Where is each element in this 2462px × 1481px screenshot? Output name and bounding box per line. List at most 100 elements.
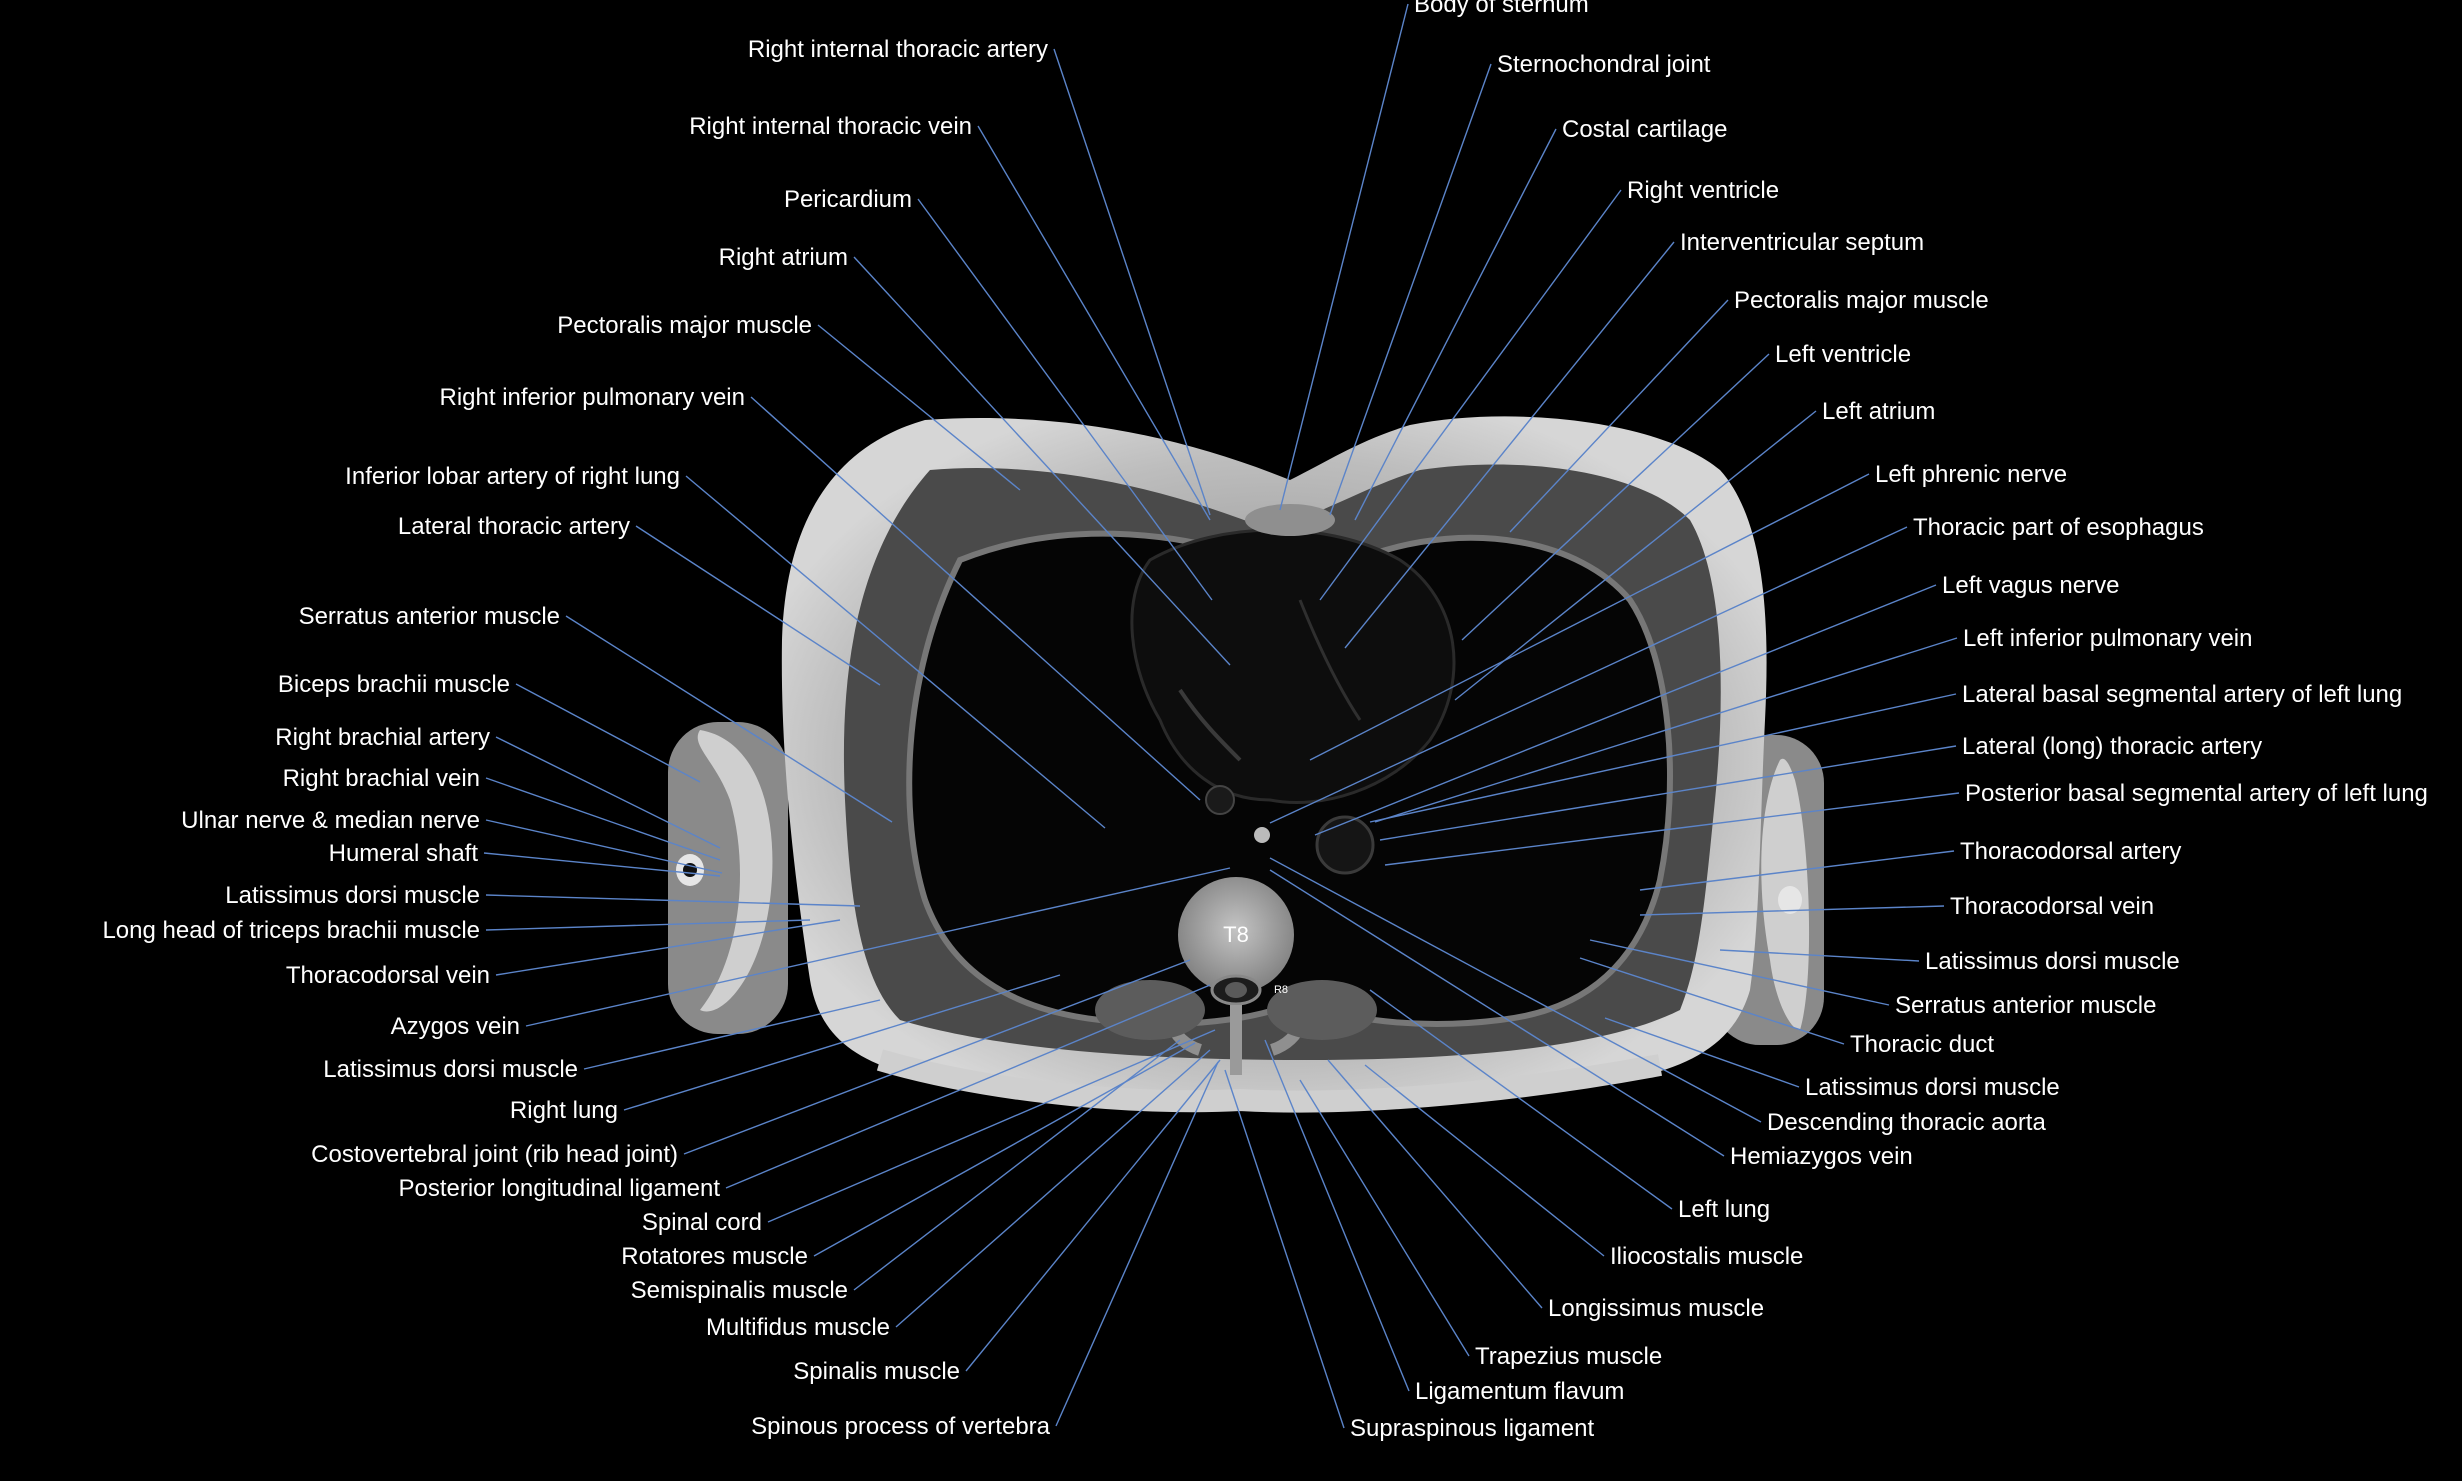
- label-left-thoracodorsal-vein-leader: [495, 919, 841, 976]
- label-left-ulnar-nerve-median-nerve-leader: [485, 819, 723, 874]
- label-right-posterior-basal-segmental-artery-of-left-lung: Posterior basal segmental artery of left…: [1965, 780, 2428, 807]
- label-right-supraspinous-ligament-leader: [1224, 1069, 1345, 1429]
- label-left-right-brachial-artery: Right brachial artery: [275, 724, 490, 751]
- label-right-right-ventricle: Right ventricle: [1627, 177, 1779, 204]
- label-left-latissimus-dorsi-muscle-leader: [583, 999, 881, 1070]
- label-right-latissimus-dorsi-muscle: Latissimus dorsi muscle: [1805, 1074, 2060, 1101]
- label-left-humeral-shaft: Humeral shaft: [329, 840, 479, 867]
- label-right-posterior-basal-segmental-artery-of-left-lung-leader: [1384, 792, 1960, 866]
- label-left-spinalis-muscle: Spinalis muscle: [793, 1358, 960, 1385]
- label-left-pectoralis-major-muscle-leader: [817, 324, 1021, 491]
- label-right-serratus-anterior-muscle: Serratus anterior muscle: [1895, 992, 2156, 1019]
- label-right-left-vagus-nerve-leader: [1314, 584, 1937, 836]
- label-left-right-internal-thoracic-artery: Right internal thoracic artery: [748, 36, 1048, 63]
- label-left-azygos-vein: Azygos vein: [391, 1013, 520, 1040]
- label-right-descending-thoracic-aorta-leader: [1269, 857, 1762, 1123]
- label-left-right-internal-thoracic-vein-leader: [977, 125, 1211, 521]
- label-right-lateral-long-thoracic-artery: Lateral (long) thoracic artery: [1962, 733, 2262, 760]
- label-left-rotatores-muscle: Rotatores muscle: [621, 1243, 808, 1270]
- label-right-ligamentum-flavum: Ligamentum flavum: [1415, 1378, 1624, 1405]
- label-left-pectoralis-major-muscle: Pectoralis major muscle: [557, 312, 812, 339]
- label-right-interventricular-septum: Interventricular septum: [1680, 229, 1924, 256]
- label-right-pectoralis-major-muscle: Pectoralis major muscle: [1734, 287, 1989, 314]
- label-left-right-atrium-leader: [853, 256, 1231, 666]
- label-left-biceps-brachii-muscle-leader: [515, 683, 701, 783]
- label-right-hemiazygos-vein: Hemiazygos vein: [1730, 1143, 1913, 1170]
- label-right-serratus-anterior-muscle-leader: [1589, 939, 1890, 1006]
- label-left-semispinalis-muscle-leader: [853, 1039, 1181, 1291]
- label-left-serratus-anterior-muscle-leader: [565, 615, 893, 823]
- mri-image: T8 R8: [668, 416, 1824, 1113]
- label-left-spinal-cord: Spinal cord: [642, 1209, 762, 1236]
- label-left-inferior-lobar-artery-of-right-lung: Inferior lobar artery of right lung: [345, 463, 680, 490]
- label-right-left-inferior-pulmonary-vein: Left inferior pulmonary vein: [1963, 625, 2252, 652]
- label-right-left-atrium-leader: [1454, 410, 1817, 701]
- label-right-thoracic-part-of-esophagus-leader: [1269, 526, 1908, 824]
- label-right-latissimus-dorsi-muscle-leader: [1719, 949, 1920, 962]
- label-right-left-lung: Left lung: [1678, 1196, 1770, 1223]
- label-left-latissimus-dorsi-muscle-leader: [485, 894, 861, 907]
- label-left-right-inferior-pulmonary-vein-leader: [750, 396, 1201, 801]
- label-left-lateral-thoracic-artery-leader: [635, 525, 881, 686]
- label-right-thoracodorsal-artery-leader: [1639, 850, 1955, 891]
- label-left-posterior-longitudinal-ligament: Posterior longitudinal ligament: [398, 1175, 720, 1202]
- label-left-right-inferior-pulmonary-vein: Right inferior pulmonary vein: [440, 384, 745, 411]
- label-right-descending-thoracic-aorta: Descending thoracic aorta: [1767, 1109, 2046, 1136]
- label-left-spinous-process-of-vertebra-leader: [1055, 1061, 1219, 1427]
- label-right-lateral-basal-segmental-artery-of-left-lung-leader: [1369, 693, 1957, 823]
- label-left-serratus-anterior-muscle: Serratus anterior muscle: [299, 603, 560, 630]
- label-right-iliocostalis-muscle-leader: [1364, 1064, 1605, 1257]
- label-left-spinalis-muscle-leader: [965, 1059, 1221, 1372]
- label-right-costal-cartilage: Costal cartilage: [1562, 116, 1727, 143]
- label-right-costal-cartilage-leader: [1354, 128, 1557, 521]
- label-right-right-ventricle-leader: [1319, 189, 1622, 601]
- label-right-left-phrenic-nerve: Left phrenic nerve: [1875, 461, 2067, 488]
- label-right-left-inferior-pulmonary-vein-leader: [1374, 637, 1958, 823]
- label-right-body-of-sternum-leader: [1279, 3, 1409, 511]
- label-right-left-ventricle: Left ventricle: [1775, 341, 1911, 368]
- label-right-iliocostalis-muscle: Iliocostalis muscle: [1610, 1243, 1803, 1270]
- label-left-long-head-of-triceps-brachii-muscle: Long head of triceps brachii muscle: [102, 917, 480, 944]
- label-left-spinous-process-of-vertebra: Spinous process of vertebra: [751, 1413, 1050, 1440]
- label-left-latissimus-dorsi-muscle: Latissimus dorsi muscle: [323, 1056, 578, 1083]
- label-left-thoracodorsal-vein: Thoracodorsal vein: [286, 962, 490, 989]
- sternum: [1245, 504, 1335, 536]
- label-left-multifidus-muscle-leader: [895, 1049, 1211, 1328]
- rib-tag: R8: [1274, 984, 1288, 996]
- label-left-right-internal-thoracic-artery-leader: [1053, 48, 1211, 516]
- label-right-thoracic-part-of-esophagus: Thoracic part of esophagus: [1913, 514, 2204, 541]
- label-right-longissimus-muscle: Longissimus muscle: [1548, 1295, 1764, 1322]
- label-left-right-lung-leader: [623, 974, 1061, 1111]
- label-left-costovertebral-joint-rib-head-joint-leader: [683, 959, 1191, 1155]
- label-right-hemiazygos-vein-leader: [1269, 869, 1725, 1157]
- label-left-lateral-thoracic-artery: Lateral thoracic artery: [398, 513, 630, 540]
- label-right-lateral-basal-segmental-artery-of-left-lung: Lateral basal segmental artery of left l…: [1962, 681, 2402, 708]
- label-left-multifidus-muscle: Multifidus muscle: [706, 1314, 890, 1341]
- label-right-sternochondral-joint: Sternochondral joint: [1497, 51, 1711, 78]
- label-right-supraspinous-ligament: Supraspinous ligament: [1350, 1415, 1594, 1442]
- label-right-left-phrenic-nerve-leader: [1309, 473, 1870, 761]
- vertebral-body: [1178, 877, 1294, 993]
- leader-lines: [483, 3, 1960, 1429]
- label-left-inferior-lobar-artery-of-right-lung-leader: [685, 475, 1106, 829]
- label-right-thoracodorsal-vein-leader: [1639, 905, 1945, 916]
- label-right-trapezius-muscle-leader: [1299, 1079, 1470, 1357]
- descending-aorta: [1315, 815, 1375, 875]
- label-left-right-brachial-vein-leader: [485, 777, 721, 861]
- label-left-biceps-brachii-muscle: Biceps brachii muscle: [278, 671, 510, 698]
- label-right-latissimus-dorsi-muscle: Latissimus dorsi muscle: [1925, 948, 2180, 975]
- label-right-pectoralis-major-muscle-leader: [1509, 299, 1729, 533]
- label-right-ligamentum-flavum-leader: [1264, 1039, 1410, 1392]
- label-left-right-atrium: Right atrium: [719, 244, 848, 271]
- label-right-sternochondral-joint-leader: [1329, 63, 1492, 516]
- label-right-interventricular-septum-leader: [1344, 241, 1675, 649]
- label-right-lateral-long-thoracic-artery-leader: [1379, 745, 1957, 841]
- label-right-longissimus-muscle-leader: [1327, 1059, 1543, 1309]
- label-right-trapezius-muscle: Trapezius muscle: [1475, 1343, 1662, 1370]
- label-right-thoracodorsal-artery: Thoracodorsal artery: [1960, 838, 2181, 865]
- label-left-rotatores-muscle-leader: [813, 1042, 1196, 1257]
- label-right-thoracic-duct-leader: [1579, 957, 1845, 1045]
- label-left-long-head-of-triceps-brachii-muscle-leader: [485, 919, 811, 931]
